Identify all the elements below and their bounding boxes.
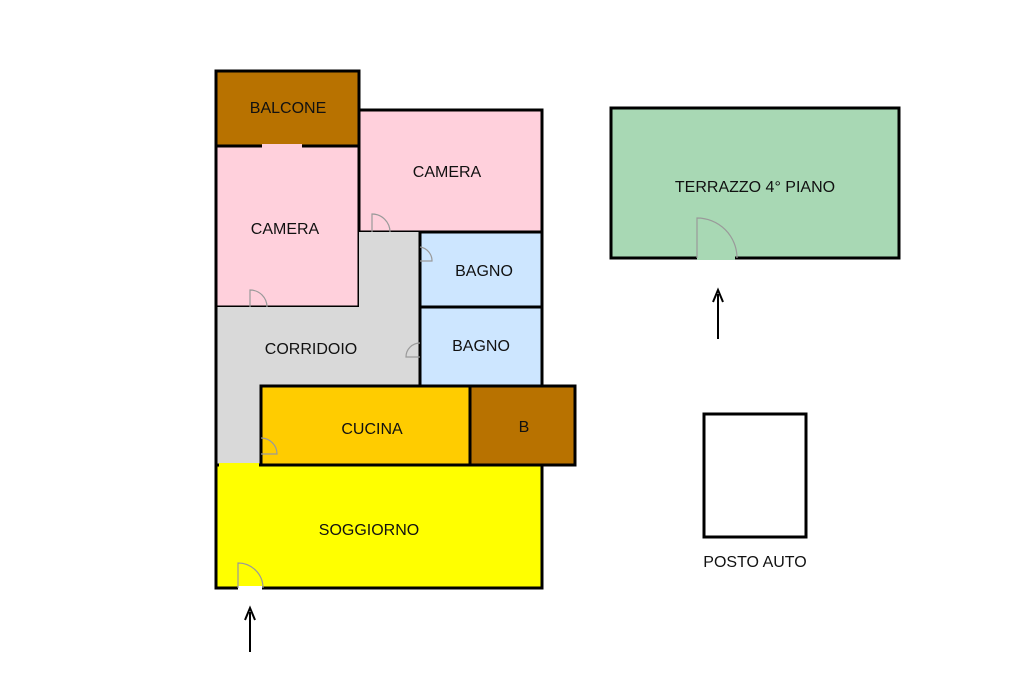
entrance-arrow-icon — [244, 605, 256, 652]
corridoio-room — [216, 232, 420, 465]
bagno-2-label: BAGNO — [452, 338, 510, 355]
balcone-label: BALCONE — [250, 100, 326, 117]
door-swing-terrazzo — [696, 217, 738, 259]
soggiorno-room — [214, 463, 544, 590]
camera-top-room — [357, 108, 544, 234]
bagno-1-room — [418, 230, 544, 309]
camera-top-label: CAMERA — [413, 164, 482, 181]
terrazzo-label: TERRAZZO 4° PIANO — [675, 179, 835, 196]
cucina-room — [259, 384, 472, 467]
posto-auto-box — [702, 412, 808, 539]
bagno-1-label: BAGNO — [455, 263, 513, 280]
camera-left-label: CAMERA — [251, 221, 320, 238]
posto-auto-label: POSTO AUTO — [703, 554, 806, 571]
door-swing-camera-top — [371, 213, 391, 233]
corridoio-label: CORRIDOIO — [265, 341, 357, 358]
door-swing-entrance — [237, 562, 264, 589]
cucina-label: CUCINA — [341, 421, 403, 438]
door-swing-camera-left — [249, 289, 268, 308]
door-swing-bagno-2 — [405, 342, 421, 358]
door-swing-bagno-1 — [419, 246, 433, 262]
terrazzo-room — [609, 106, 901, 260]
terrace-arrow-icon — [712, 287, 724, 339]
b-label: B — [519, 419, 530, 436]
door-swing-cucina — [260, 437, 278, 455]
balcone-room — [214, 69, 361, 148]
camera-left-room — [214, 144, 361, 309]
soggiorno-label: SOGGIORNO — [319, 522, 419, 539]
b-room — [468, 384, 577, 467]
